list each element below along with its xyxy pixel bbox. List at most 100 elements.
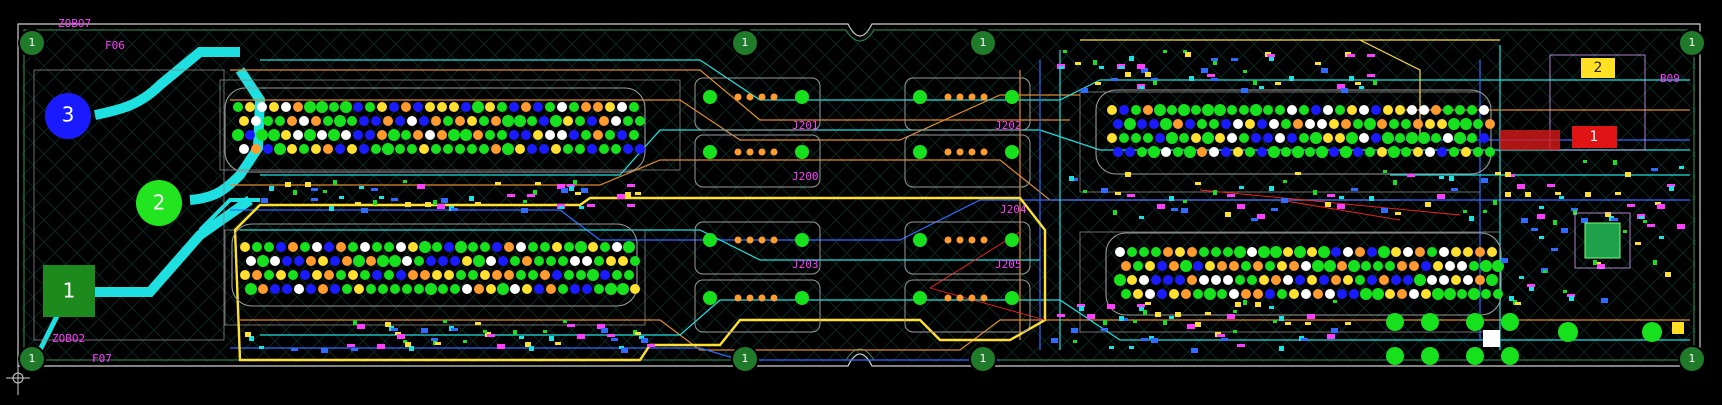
- power-pads[interactable]: 3 2 1: [43, 93, 182, 317]
- connector-pin: [372, 270, 382, 280]
- smd-pad: [1095, 82, 1101, 85]
- connector-pin: [1469, 261, 1479, 271]
- connector-pin: [1234, 246, 1246, 258]
- connector-pin: [1355, 275, 1365, 285]
- smd-pad: [1133, 320, 1137, 323]
- smd-pad: [1077, 304, 1085, 307]
- smd-pad: [475, 202, 481, 205]
- connector-pin: [527, 116, 537, 126]
- connector-pin: [492, 242, 502, 252]
- connector-pin: [1125, 147, 1135, 157]
- power-pad-3[interactable]: 3: [45, 93, 91, 139]
- connector-pin: [1139, 275, 1149, 285]
- smd-pad: [607, 334, 615, 337]
- connector-pin: [491, 144, 501, 154]
- connector-pin: [1275, 133, 1285, 143]
- connector-pin: [1439, 275, 1449, 285]
- connector-pin: [569, 130, 579, 140]
- connector-pin: [240, 242, 250, 252]
- connector-pin: [516, 242, 526, 252]
- connector-pin: [1247, 275, 1257, 285]
- connector-pin: [1329, 147, 1339, 157]
- connector-pin: [281, 130, 291, 140]
- connector-pin: [450, 284, 460, 294]
- connector-pin: [1202, 132, 1214, 144]
- smd-pad: [1585, 192, 1591, 197]
- connector-pin: [557, 102, 567, 112]
- connector-pin: [293, 102, 303, 112]
- smd-pad: [1667, 184, 1675, 187]
- connector-pin: [1154, 104, 1166, 116]
- right-pad-1[interactable]: 1: [1572, 126, 1617, 148]
- smd-pad: [1615, 192, 1621, 195]
- right-pads[interactable]: 2 1: [1500, 54, 1646, 151]
- smd-pad: [1107, 304, 1115, 309]
- smd-pad: [1563, 290, 1567, 293]
- connector-pin: [456, 270, 466, 280]
- smd-pad: [627, 204, 635, 207]
- connector-pin: [623, 241, 635, 253]
- smd-pad: [1597, 264, 1605, 269]
- connector-pin: [1131, 133, 1141, 143]
- connector-pin: [770, 236, 778, 244]
- connector-pin: [294, 284, 304, 294]
- smd-pad: [1339, 196, 1344, 199]
- j202-label: J202: [995, 119, 1022, 132]
- connector-pin: [1329, 119, 1339, 129]
- connector-pin: [1319, 275, 1329, 285]
- smd-pad: [391, 198, 398, 201]
- yellow-route: [233, 196, 1047, 362]
- connector-pin: [1137, 119, 1147, 129]
- connector-pin: [257, 255, 269, 267]
- connector-pin: [570, 256, 580, 266]
- connector-pin: [1257, 119, 1267, 129]
- connector-pin: [1475, 275, 1485, 285]
- smd-pad: [1051, 338, 1058, 343]
- connector-pin: [746, 148, 754, 156]
- right-pad-2[interactable]: 2: [1581, 58, 1615, 78]
- connector-pin: [492, 270, 502, 280]
- connector-pin: [521, 130, 531, 140]
- connector-pin: [1145, 289, 1155, 299]
- smd-pad: [1571, 208, 1578, 211]
- connector-pin: [1418, 132, 1430, 144]
- connector-pin: [467, 144, 477, 154]
- refdes-labels: J201 J200 J203 J202 J204 J205 ZOBO7 F06 …: [52, 17, 1680, 365]
- smd-pad: [249, 336, 254, 341]
- connector-pin: [1121, 289, 1131, 299]
- connector-pin: [502, 115, 514, 127]
- mounting-pad: [795, 145, 809, 159]
- smd-pad: [1595, 262, 1601, 265]
- power-pad-2[interactable]: 2: [136, 180, 182, 226]
- connector-pin: [299, 144, 309, 154]
- smd-pad: [329, 206, 334, 211]
- smd-pad: [559, 206, 564, 209]
- smd-pad: [1469, 216, 1474, 221]
- svg-text:1: 1: [980, 352, 987, 365]
- smd-pad: [1201, 68, 1208, 73]
- power-pad-1[interactable]: 1: [43, 265, 95, 317]
- smd-pad: [1527, 284, 1535, 287]
- connector-pin: [461, 102, 471, 112]
- microcontroller-ic[interactable]: [1574, 212, 1631, 269]
- smd-pad: [1531, 228, 1538, 231]
- svg-text:1: 1: [29, 352, 36, 365]
- smd-pad: [285, 182, 291, 187]
- smd-pad: [1573, 210, 1577, 215]
- connector-pin: [1229, 289, 1239, 299]
- connector-pin: [432, 270, 442, 280]
- smd-pad: [1267, 54, 1275, 57]
- smd-pad: [1449, 176, 1454, 181]
- connector-pin: [408, 270, 418, 280]
- connector-pin: [1191, 133, 1201, 143]
- smd-pad: [1227, 194, 1235, 197]
- connector-pin: [330, 284, 340, 294]
- connector-pin: [1251, 133, 1261, 143]
- smd-pad: [1251, 218, 1258, 221]
- smd-pad: [1189, 76, 1194, 81]
- smd-pad: [639, 336, 644, 339]
- connector-pin: [1425, 119, 1435, 129]
- smd-pad: [1271, 208, 1278, 211]
- connector-pin: [1157, 289, 1167, 299]
